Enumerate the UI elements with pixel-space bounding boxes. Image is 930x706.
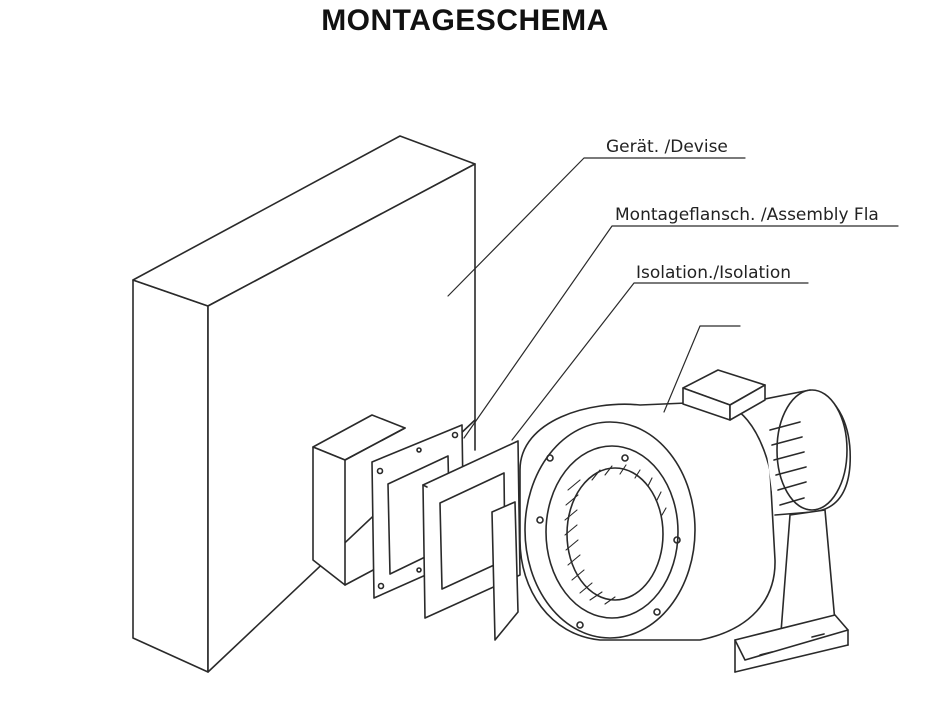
- impeller-blades: [564, 464, 667, 605]
- page-title: MONTAGESCHEMA: [321, 4, 609, 37]
- terminal-box: [682, 369, 766, 421]
- blower-housing: [519, 401, 776, 641]
- label-insulation: Isolation./Isolation: [636, 263, 792, 283]
- label-device: Gerät. /Devise: [606, 137, 728, 157]
- label-assembly-flange: Montageflansch. /Assembly Fla: [615, 205, 879, 225]
- blower-base: [734, 509, 849, 673]
- leader-lines: [447, 157, 899, 441]
- motor: [759, 389, 851, 516]
- duct-stub: [312, 414, 406, 586]
- blower-mount-plate: [491, 501, 519, 641]
- device-box: [132, 135, 476, 673]
